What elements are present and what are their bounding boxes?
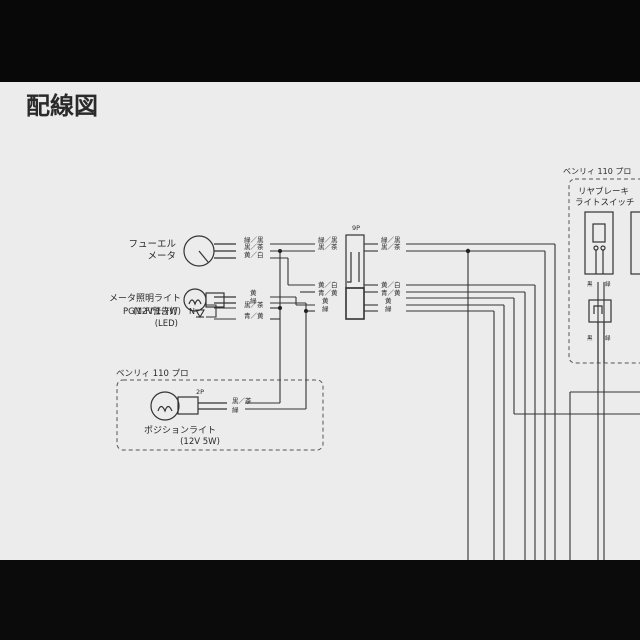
led-symbol (195, 304, 236, 320)
meter-light-spec: (12V 1.7W) (133, 307, 181, 317)
connector-out-labels: 緑／黒 黒／茶 黄／白 青／黄 黄 緑 (381, 235, 401, 313)
top-dark-band (0, 0, 640, 82)
left-wiring (245, 243, 315, 410)
junction-dot (304, 309, 308, 313)
position-light-box (116, 379, 324, 451)
junction-dot (465, 248, 471, 254)
bottom-dark-band (0, 560, 640, 640)
main-connector-pins: 9P (352, 224, 360, 232)
position-light-bulb-symbol (150, 391, 227, 421)
wire-label: 緑 (605, 280, 611, 288)
wire-label: 黒 (587, 281, 593, 288)
wire-label: 黒／茶 (381, 242, 401, 251)
fuel-meter-label-1: フューエル (128, 239, 176, 250)
pgm-fi-label: PGM-FI警告灯 (123, 306, 179, 317)
rear-brake-switch-symbol (584, 211, 640, 363)
wire-label: 青／黄 (381, 288, 401, 297)
wire-label: 黄 (322, 296, 329, 305)
fuel-meter-symbol (183, 235, 236, 267)
junction-dot (278, 306, 282, 310)
wire-label: 青／黄 (244, 311, 264, 320)
benly-label-right: ベンリィ 110 プロ (563, 167, 631, 176)
wire-label: 緑 (232, 405, 239, 414)
rear-brake-switch-box (568, 178, 640, 364)
rear-brake-label-2: ライトスイッチ (575, 198, 635, 208)
left-wire-labels: 緑／黒 黒／茶 黄／白 黄 緑 黒／茶 青／黄 黒／茶 緑 (232, 235, 264, 414)
main-9p-connector (345, 234, 365, 320)
position-light-spec: (12V 5W) (180, 437, 220, 447)
wire-label: 黒／茶 (244, 300, 264, 309)
switch-wire-labels: 黒 緑 黒 緑 (587, 280, 611, 342)
connector-in-labels: 緑／黒 黒／茶 黄／白 青／黄 黄 緑 (318, 235, 338, 313)
meter-light-bulb-symbol (183, 288, 236, 312)
position-light-label: ポジションライト (144, 425, 216, 436)
wire-label: 青／黄 (318, 288, 338, 297)
wire-label: 緑 (250, 296, 257, 305)
pgm-n-mark: N (189, 307, 195, 316)
meter-light-label: メータ照明ライト (109, 293, 181, 304)
wire-label: 緑 (322, 304, 329, 313)
wire-label: 黒／茶 (318, 242, 338, 251)
wire-label: 緑 (605, 334, 611, 342)
right-wiring (364, 243, 640, 560)
wire-label: 緑／黒 (381, 235, 401, 244)
benly-label-left: ベンリィ 110 プロ (116, 369, 189, 379)
wire-label: 黄／白 (318, 280, 338, 289)
wire-label: 黒／茶 (232, 396, 252, 405)
wire-label: 黒／茶 (244, 242, 264, 251)
wiring-diagram: 配線図 フューエル メータ メータ照明ライト (12V 1.7W) N PGM-… (26, 92, 640, 560)
wire-label: 黄 (250, 288, 257, 297)
junction-dot (278, 249, 282, 253)
position-connector-pins: 2P (196, 388, 204, 396)
diagram-title: 配線図 (26, 92, 98, 120)
wire-label: 黄／白 (244, 250, 264, 259)
wire-label: 黄 (385, 296, 392, 305)
wiring-diagram-page: 配線図 フューエル メータ メータ照明ライト (12V 1.7W) N PGM-… (0, 82, 640, 560)
rear-brake-label-1: リヤブレーキ (578, 186, 629, 197)
wire-label: 黄／白 (381, 280, 401, 289)
wire-label: 緑／黒 (318, 235, 338, 244)
wire-label: 緑／黒 (244, 235, 264, 244)
wire-label: 黒 (587, 335, 593, 342)
pgm-fi-spec: (LED) (155, 319, 178, 329)
fuel-meter-label-2: メータ (147, 251, 176, 262)
wire-label: 緑 (385, 304, 392, 313)
